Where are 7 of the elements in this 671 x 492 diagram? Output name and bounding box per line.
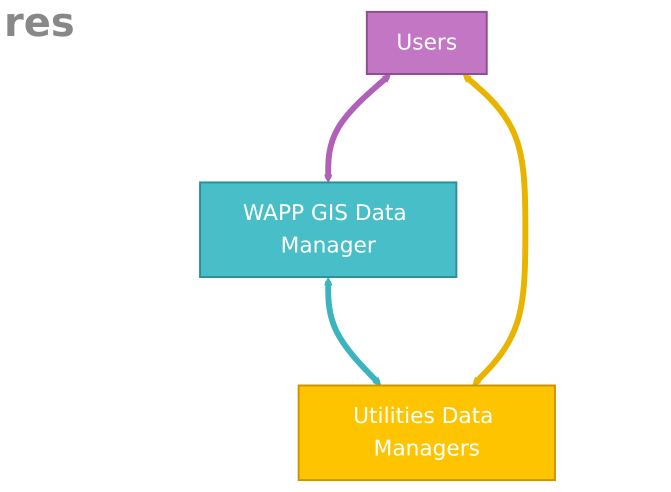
title: res: [4, 0, 75, 46]
double-arrow: [324, 74, 391, 183]
double-arrow: [462, 74, 528, 386]
double-arrow: [324, 277, 382, 386]
process-box: Users: [366, 10, 488, 75]
process-box: WAPP GIS Data Manager: [199, 181, 458, 278]
process-box: Utilities Data Managers: [298, 384, 556, 482]
